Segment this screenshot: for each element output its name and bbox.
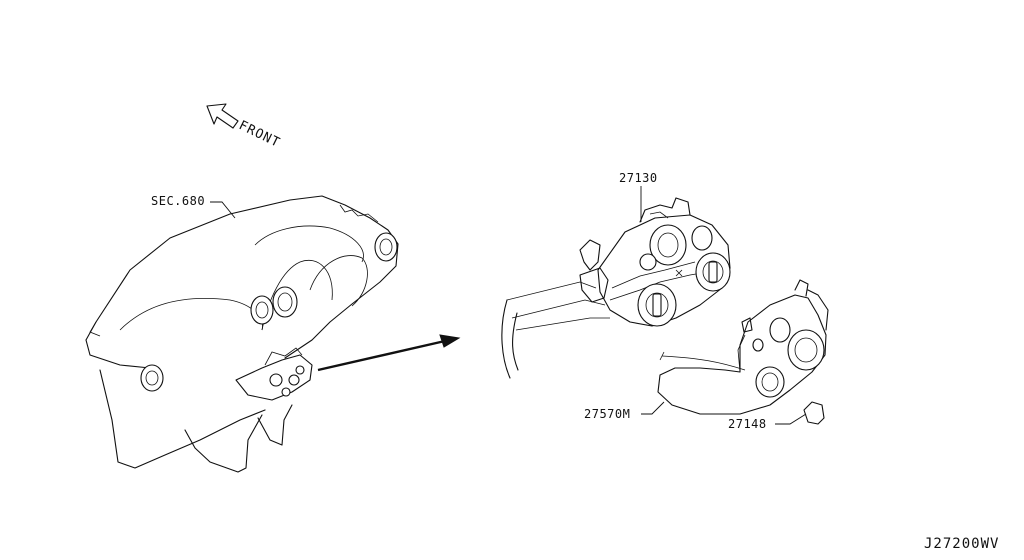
dashboard-illustration bbox=[85, 195, 399, 473]
explode-arrow-icon bbox=[317, 334, 461, 372]
diagram-code: J27200WV bbox=[924, 536, 999, 552]
callout-sec680: SEC.680 bbox=[151, 194, 205, 208]
callout-27570m: 27570M bbox=[584, 407, 630, 421]
front-label: FRONT bbox=[236, 118, 282, 151]
leader-27570m bbox=[641, 401, 665, 415]
callout-27148: 27148 bbox=[728, 417, 767, 431]
leader-sec680 bbox=[210, 201, 236, 219]
finisher-illustration bbox=[657, 279, 829, 425]
front-arrow-icon bbox=[206, 103, 239, 129]
callout-27130: 27130 bbox=[619, 171, 658, 185]
leader-27148 bbox=[775, 413, 807, 425]
heater-control-illustration bbox=[501, 197, 731, 379]
